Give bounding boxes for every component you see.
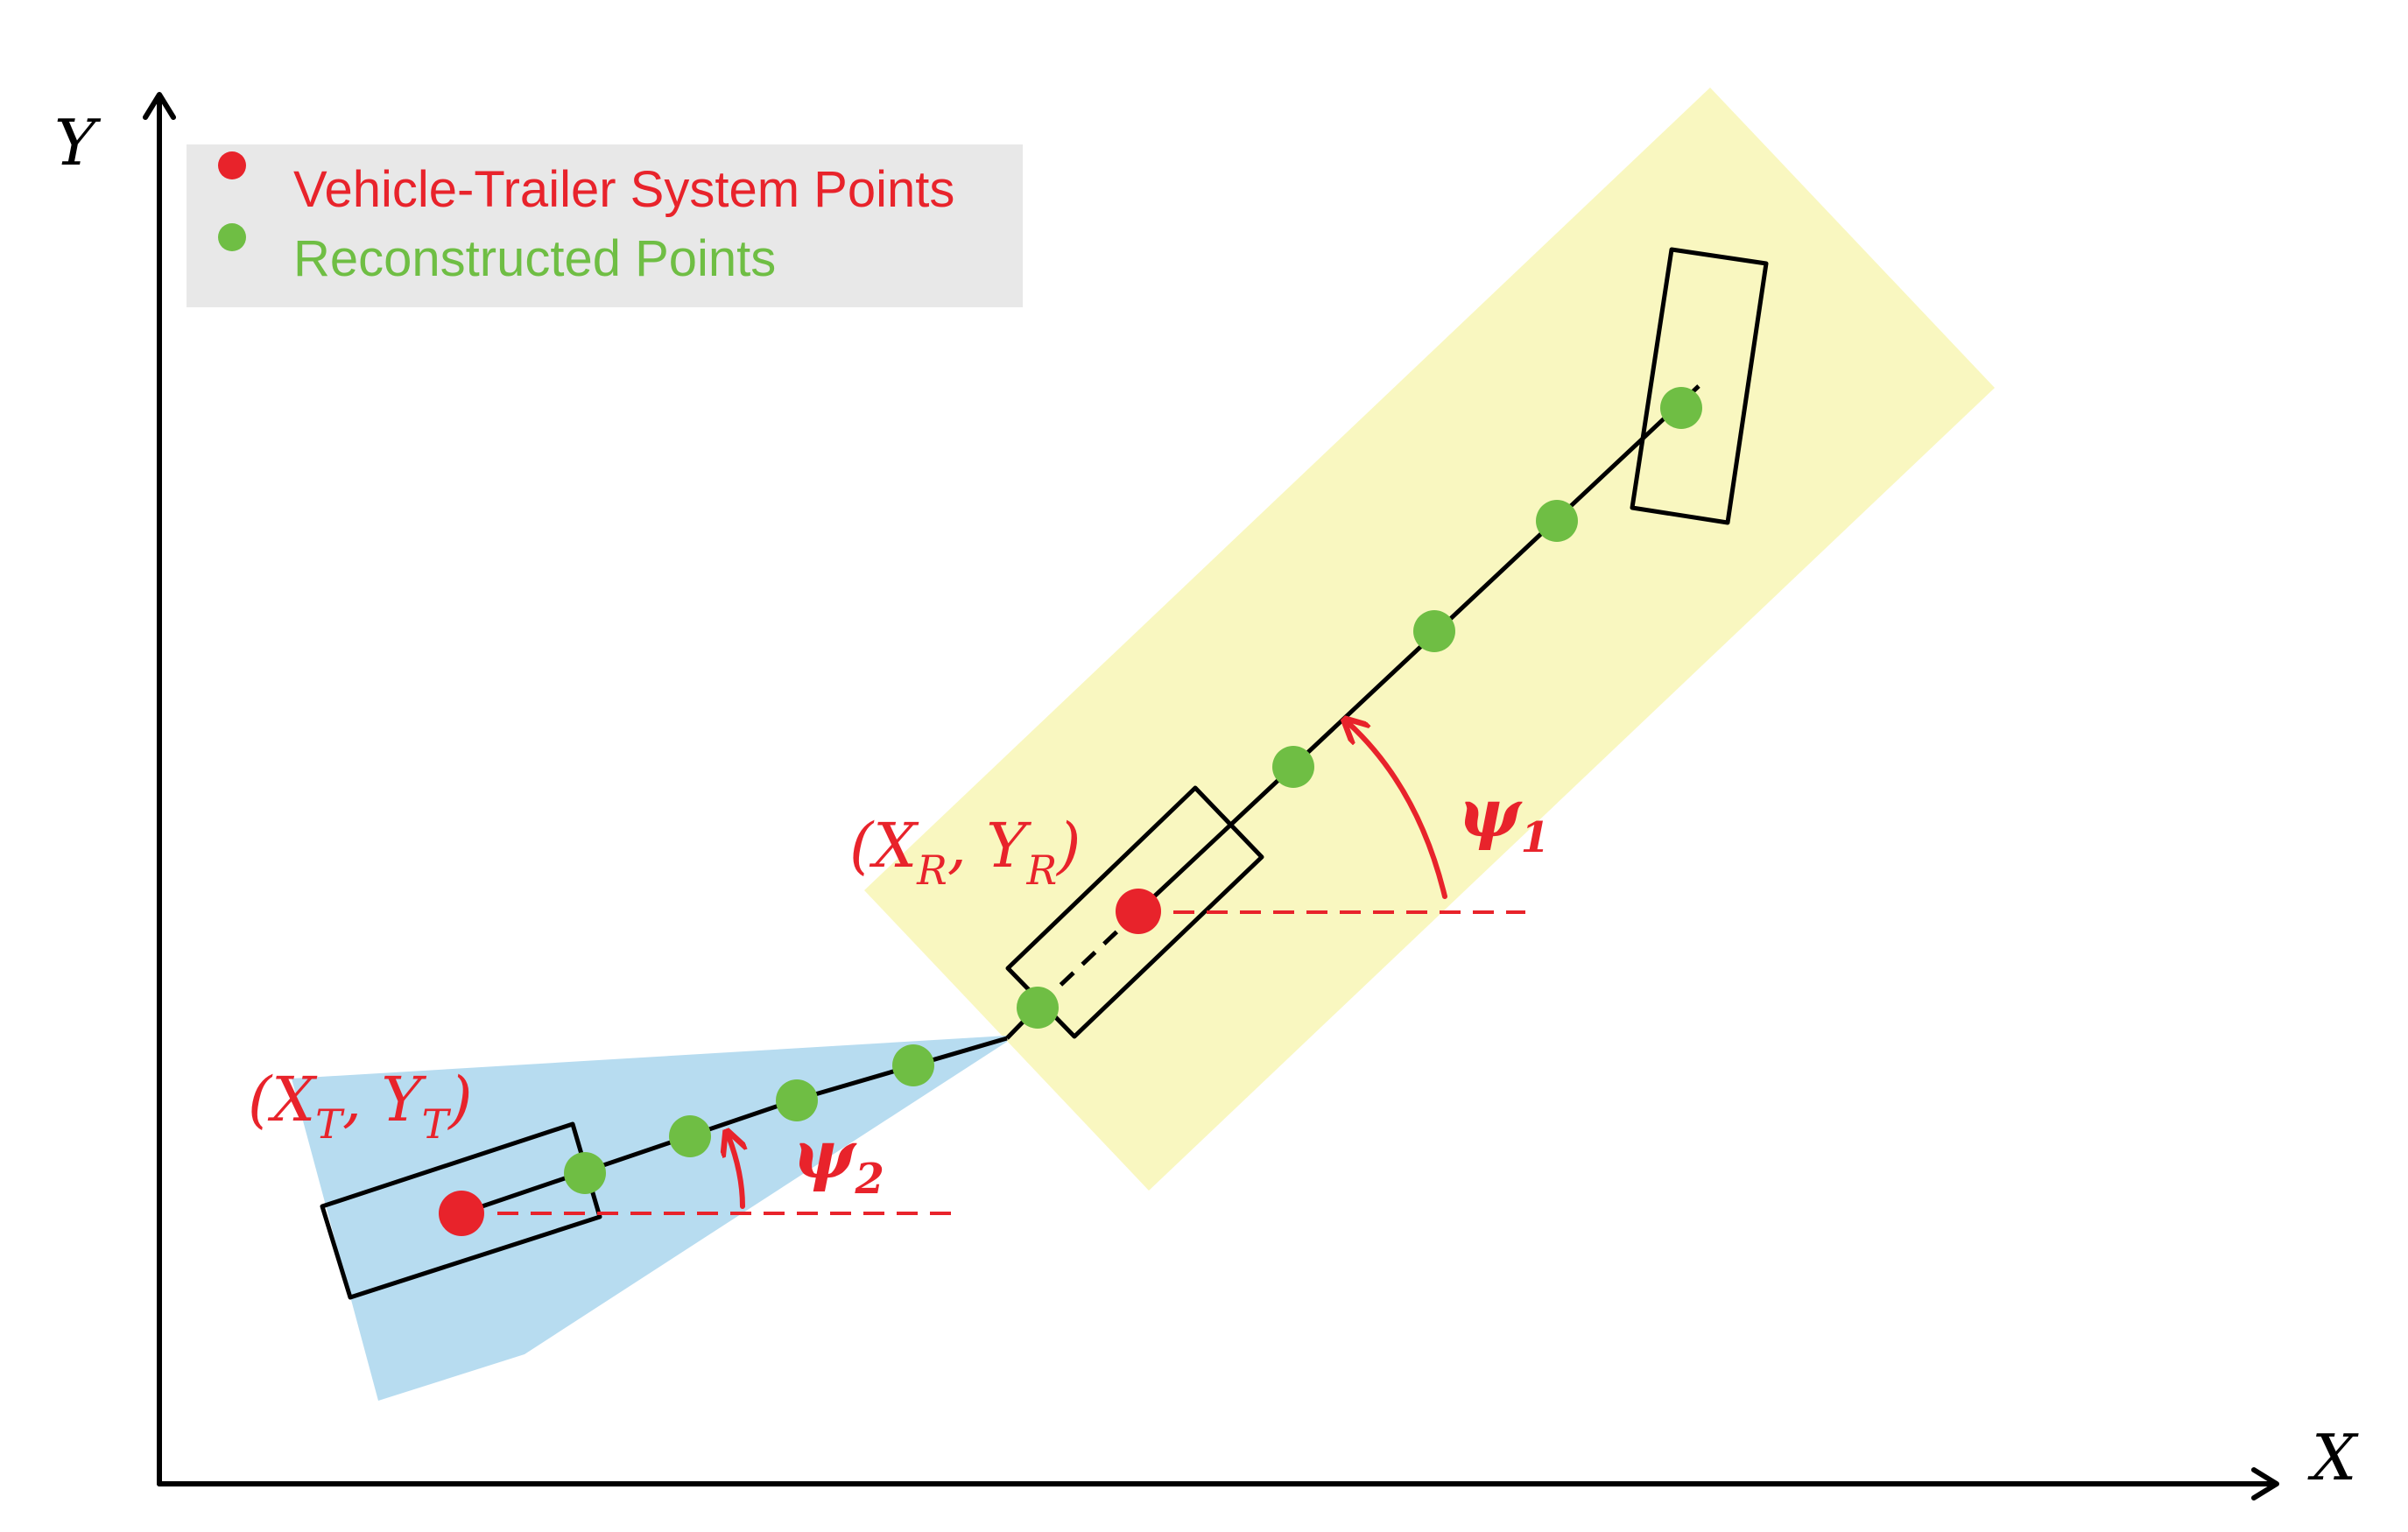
y-axis-arrowhead (143, 92, 176, 120)
trailer-label-mid: , Y (342, 1064, 427, 1135)
reconstructed-points (564, 387, 1702, 1194)
reconstructed-point (669, 1115, 711, 1157)
rear-label-close: ) (1055, 810, 1081, 882)
rear-axle-point (1116, 889, 1161, 934)
y-axis-label: Y (54, 106, 102, 179)
trailer-label-sub1: T (315, 1100, 345, 1148)
legend-label-system-points: Vehicle-Trailer System Points (293, 161, 954, 218)
reconstructed-point (1272, 746, 1314, 788)
trailer-point-label: (XT, YT) (248, 1064, 473, 1148)
psi1-sub: 1 (1521, 813, 1550, 862)
legend-marker-green (218, 223, 246, 251)
psi2-angle-arc (729, 1136, 743, 1209)
psi2-base: ψ (792, 1115, 857, 1193)
psi2-sub: 2 (855, 1155, 884, 1204)
rear-axle-box (1005, 785, 1264, 1039)
rear-point-label: (XR, YR) (849, 810, 1081, 894)
front-axle-box (1630, 247, 1769, 525)
psi1-label: ψ1 (1458, 774, 1550, 862)
trailer-axle-point (439, 1191, 484, 1236)
rear-label-sub1: R (916, 847, 947, 894)
psi2-label: ψ2 (792, 1115, 884, 1204)
legend-box (187, 144, 1023, 307)
reconstructed-point (892, 1044, 934, 1086)
reconstructed-point (776, 1079, 818, 1121)
trailer-region (292, 1036, 1007, 1401)
rear-label-open: (X (849, 810, 919, 882)
reconstructed-point (1017, 987, 1059, 1029)
reconstructed-point (1536, 500, 1578, 542)
hitch-dashed-segment (1036, 910, 1140, 1008)
vehicle-wheelbase-line (1137, 384, 1700, 913)
x-axis-label: X (2307, 1421, 2359, 1494)
rear-label-mid: , Y (947, 810, 1032, 882)
psi1-base: ψ (1458, 774, 1523, 852)
x-axis-arrowhead (2251, 1467, 2279, 1500)
trailer-label-open: (X (248, 1064, 318, 1135)
trailer-label-close: ) (447, 1064, 472, 1135)
trailer-body-box (320, 1121, 602, 1300)
legend-label-reconstructed-points: Reconstructed Points (293, 230, 776, 287)
psi1-angle-arc (1348, 723, 1447, 899)
legend-marker-red (218, 151, 246, 179)
reconstructed-point (564, 1152, 606, 1194)
rear-label-sub2: R (1026, 847, 1058, 894)
legend: Vehicle-Trailer System Points Reconstruc… (187, 144, 1023, 307)
trailer-label-sub2: T (422, 1100, 452, 1148)
reconstructed-point (1413, 610, 1455, 652)
reconstructed-point (1660, 387, 1702, 429)
coordinate-axes (143, 92, 2279, 1500)
